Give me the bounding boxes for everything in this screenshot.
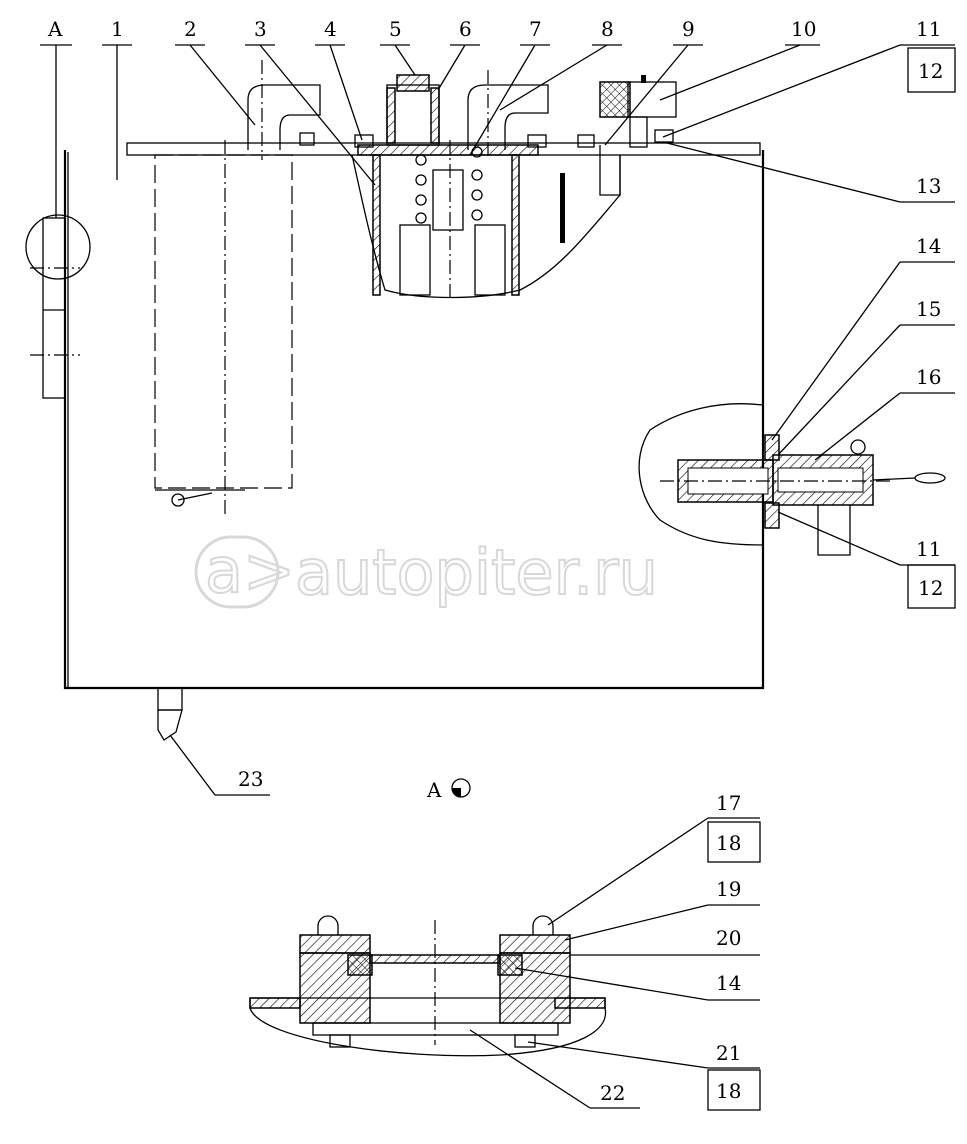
watermark-logo [194, 535, 280, 609]
callout-13: 13 [916, 174, 941, 198]
return-elbow [247, 60, 321, 160]
callout-3: 3 [254, 17, 267, 41]
elbow-8 [467, 70, 549, 160]
callout-4: 4 [324, 17, 337, 41]
callout-11-top: 11 [916, 17, 941, 41]
callout-12-top: 12 [918, 59, 943, 83]
detail-view-label: A [426, 778, 442, 802]
callout-10: 10 [791, 17, 816, 41]
baffle [560, 173, 565, 243]
watermark-text: autopiter.ru [295, 536, 658, 609]
suction-strainer [154, 140, 293, 515]
detail-callout-18-top: 18 [716, 831, 741, 855]
callout-6: 6 [459, 17, 472, 41]
callout-5: 5 [389, 17, 402, 41]
callout-view-a: A [47, 17, 63, 41]
sight-glass [25, 214, 91, 399]
detail-leader-lines [469, 817, 760, 1109]
detail-callout-18-bottom: 18 [716, 1079, 741, 1103]
breather [577, 75, 677, 196]
detail-callout-21: 21 [716, 1041, 741, 1065]
drain-plug [157, 687, 183, 741]
callout-1: 1 [111, 17, 124, 41]
callout-23: 23 [238, 767, 263, 791]
watermark: a> autopiter.ru [194, 533, 659, 610]
callout-11-side: 11 [916, 537, 941, 561]
callout-2: 2 [184, 17, 197, 41]
detail-callout-17: 17 [716, 791, 741, 815]
detail-callout-14: 14 [716, 971, 741, 995]
detail-a-section [249, 915, 607, 1057]
detail-callout-19: 19 [716, 877, 741, 901]
watermark-logo-text: a> [205, 534, 295, 607]
callout-16: 16 [916, 365, 941, 389]
detail-callout-20: 20 [716, 926, 741, 950]
callout-15: 15 [916, 297, 941, 321]
callout-14: 14 [916, 234, 941, 258]
callout-12-side: 12 [918, 576, 943, 600]
callout-7: 7 [529, 17, 542, 41]
callout-8: 8 [601, 17, 614, 41]
callout-box-12-top [907, 47, 956, 93]
detail-callout-22: 22 [600, 1081, 625, 1105]
callout-box-12-side [907, 564, 956, 609]
hand-pump [638, 403, 946, 556]
detail-callout-box-18-top [707, 821, 761, 863]
filter-assembly [354, 74, 547, 300]
detail-callout-box-18-bottom [707, 1069, 761, 1111]
callout-9: 9 [682, 17, 695, 41]
leader-lines [40, 44, 955, 796]
